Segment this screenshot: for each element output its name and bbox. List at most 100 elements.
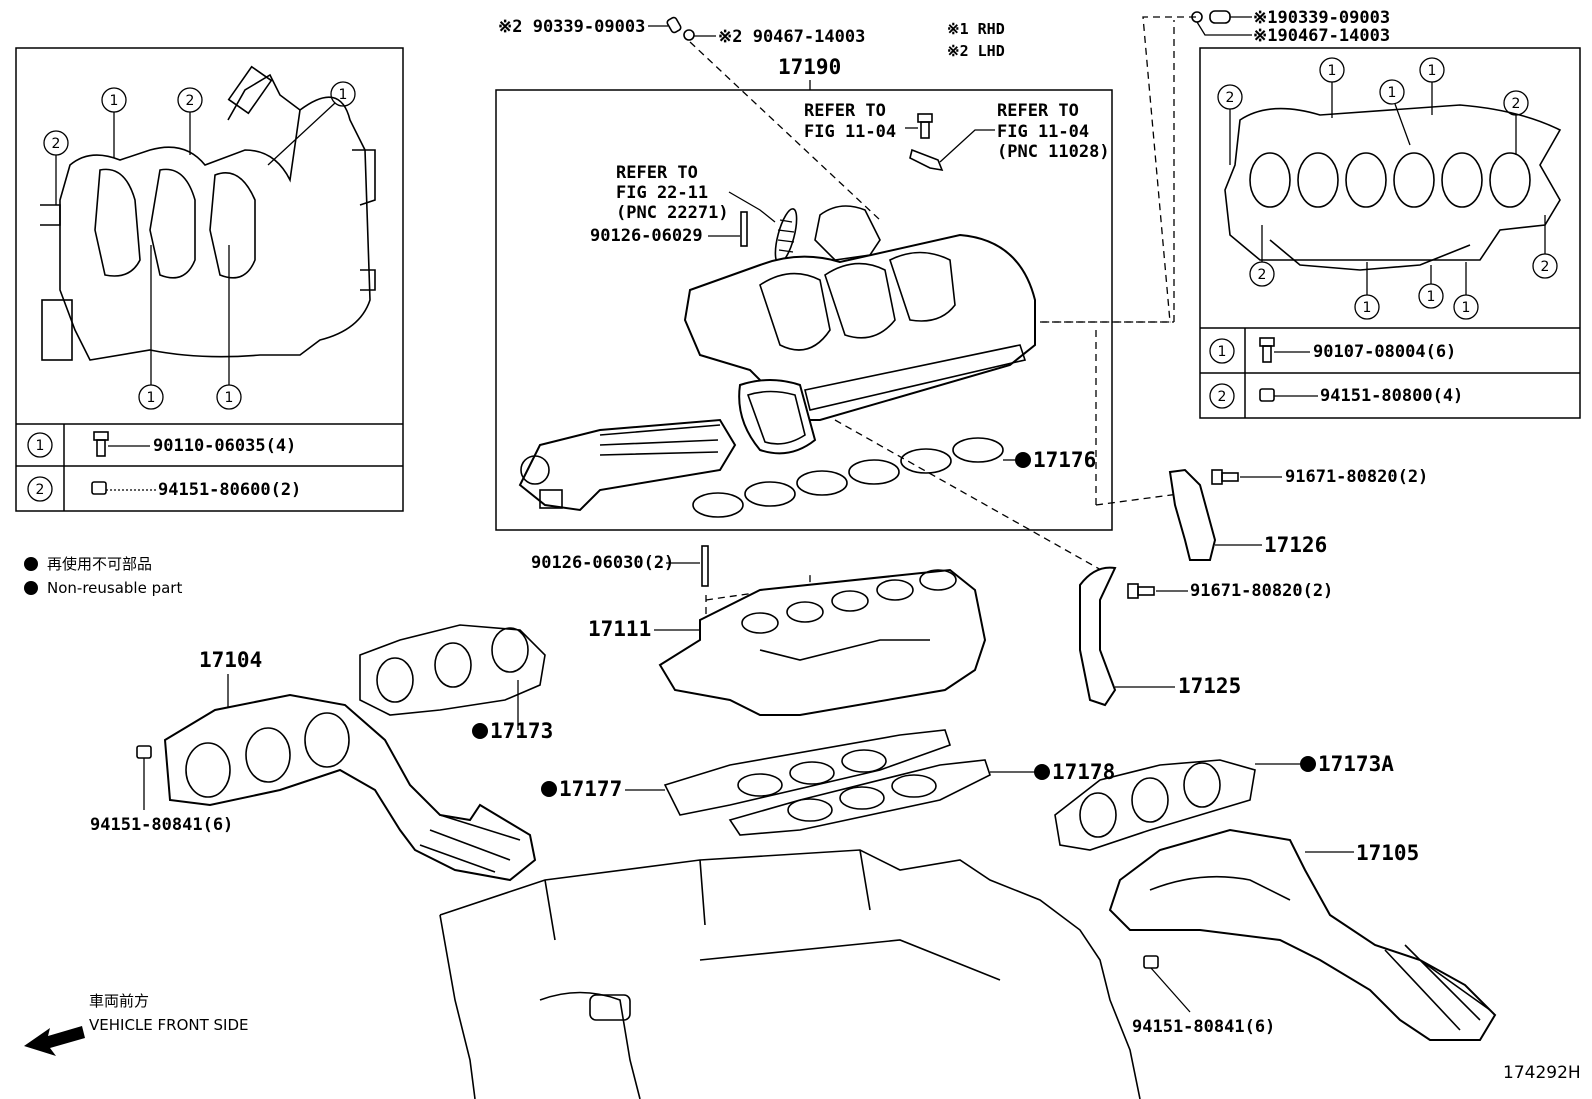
- svg-text:2: 2: [1218, 389, 1227, 405]
- non-reusable-bullet-icon: [24, 581, 38, 595]
- legend-lhd: ※2 LHD: [947, 42, 1005, 60]
- figure-id: 174292H: [1503, 1063, 1581, 1083]
- bolt-icon: [917, 113, 933, 139]
- non-reusable-bullet-icon: [472, 723, 488, 739]
- svg-text:90110-06035(4): 90110-06035(4): [153, 436, 296, 456]
- svg-text:1: 1: [147, 390, 156, 406]
- legend: 再使用不可部品 Non-reusable part ※1 RHD ※2 LHD: [24, 20, 1005, 597]
- part-90126-06029: 90126-06029: [590, 226, 703, 246]
- left-exhaust-area: 17104 94151-80841(6) 17173: [90, 624, 553, 882]
- svg-text:94151-80800(4): 94151-80800(4): [1320, 386, 1463, 406]
- right-callout-2c: 2: [1249, 225, 1275, 287]
- dashed-leaders: [689, 16, 1196, 650]
- svg-text:2: 2: [1541, 259, 1550, 275]
- nut-icon: [136, 745, 152, 759]
- part-17177: 17177: [559, 777, 622, 801]
- part-94151-80841-right: 94151-80841(6): [1132, 1017, 1275, 1037]
- refer-fig-22-11-a: REFER TO: [616, 163, 698, 183]
- right-callout-1b: 1: [1419, 57, 1445, 115]
- svg-text:1: 1: [1388, 85, 1397, 101]
- lower-intake-manifold-illustration: [658, 568, 987, 716]
- right-callout-2d: 2: [1532, 215, 1558, 279]
- svg-text:1: 1: [225, 390, 234, 406]
- part-17190: 17190: [778, 55, 841, 79]
- svg-text:1: 1: [1218, 344, 1227, 360]
- part-17126: 17126: [1264, 533, 1327, 557]
- bolt-icon: [93, 431, 109, 457]
- svg-text:2: 2: [36, 482, 45, 498]
- svg-text:2: 2: [1258, 267, 1267, 283]
- left-callout-1c: 1: [138, 245, 164, 410]
- non-reusable-bullet-icon: [1034, 764, 1050, 780]
- svg-text:90107-08004(6): 90107-08004(6): [1313, 342, 1456, 362]
- left-callout-1b: 1: [267, 81, 356, 166]
- exhaust-manifold-17104-illustration: [163, 693, 537, 882]
- left-callout-1a: 1: [101, 87, 127, 158]
- svg-text:1: 1: [36, 438, 45, 454]
- legend-jp: 再使用不可部品: [47, 555, 152, 573]
- right-inset-box: 2 1 1 1 2 2 1: [1199, 47, 1581, 419]
- front-arrow-icon: [24, 1026, 85, 1056]
- part-90339-rhd: ※190339-09003: [1253, 8, 1390, 28]
- svg-text:1: 1: [1428, 63, 1437, 79]
- main-assembly-box: 17190 REFER TO FIG 11-04 REFER TO FIG 11…: [495, 55, 1113, 531]
- part-91671-80820-b: 91671-80820(2): [1190, 581, 1333, 601]
- svg-text:2: 2: [52, 136, 61, 152]
- manifold-flange-illustration: [1224, 104, 1562, 271]
- lower-intake-area: 90126-06030(2) 17111 17177: [531, 545, 1115, 836]
- part-17178: 17178: [1052, 760, 1115, 784]
- gasket-17177-illustration: [663, 729, 952, 816]
- part-90467-lhd: ※2 90467-14003: [718, 27, 865, 47]
- svg-text:1: 1: [110, 93, 119, 109]
- right-row-1: 1 90107-08004(6): [1209, 337, 1456, 364]
- non-reusable-bullet-icon: [1300, 756, 1316, 772]
- bracket-icon: [909, 148, 944, 172]
- part-17111: 17111: [588, 617, 651, 641]
- throttle-body-illustration: [518, 418, 737, 512]
- bolt-icon: [1259, 337, 1275, 363]
- right-callout-1a: 1: [1319, 57, 1345, 118]
- right-callout-1e: 1: [1418, 265, 1444, 309]
- right-callout-1f: 1: [1453, 262, 1479, 320]
- bracket-17125-illustration: [1079, 566, 1117, 707]
- non-reusable-bullet-icon: [1015, 452, 1031, 468]
- intake-plenum-illustration: [683, 205, 1036, 455]
- engine-block-illustration: [439, 849, 1141, 1099]
- intake-manifold-illustration: [40, 65, 376, 361]
- right-callout-1c: 1: [1379, 79, 1411, 146]
- exhaust-manifold-17105-illustration: [1108, 828, 1497, 1041]
- right-callout-2b: 2: [1503, 90, 1529, 155]
- legend-en: Non-reusable part: [47, 579, 182, 597]
- right-bracket-area: 91671-80820(2) 17126 91671-80820(2) 1712…: [1079, 467, 1428, 707]
- non-reusable-bullet-icon: [541, 781, 557, 797]
- refer-fig-11-04-d: FIG 11-04: [997, 122, 1089, 142]
- part-90467-rhd: ※190467-14003: [1253, 26, 1390, 46]
- non-reusable-bullet-icon: [24, 557, 38, 571]
- top-part-numbers: ※2 90339-09003 ※2 90467-14003 ※190339-09…: [498, 8, 1390, 47]
- left-row-1: 1 90110-06035(4): [27, 431, 296, 458]
- svg-text:1: 1: [1328, 63, 1337, 79]
- part-17173: 17173: [490, 719, 553, 743]
- gasket-rings-17176: [692, 437, 1004, 518]
- refer-pnc-22271: (PNC 22271): [616, 203, 729, 223]
- svg-text:2: 2: [1226, 90, 1235, 106]
- right-callout-2a: 2: [1217, 84, 1243, 165]
- svg-text:2: 2: [1512, 96, 1521, 112]
- right-callout-1d: 1: [1354, 262, 1380, 320]
- part-17176: 17176: [1033, 448, 1096, 472]
- svg-text:1: 1: [1462, 300, 1471, 316]
- svg-text:1: 1: [339, 87, 348, 103]
- nut-icon: [91, 481, 107, 495]
- left-row-2: 2 94151-80600(2): [27, 476, 301, 502]
- left-callout-2b: 2: [43, 130, 69, 205]
- left-callout-1d: 1: [216, 245, 242, 410]
- left-inset-box: 1 2 1 2 1 1 1: [15, 47, 404, 512]
- bolt-icon: [1211, 469, 1239, 485]
- bracket-17126-illustration: [1168, 468, 1217, 561]
- gasket-17178-illustration: [728, 759, 991, 836]
- part-91671-80820-a: 91671-80820(2): [1285, 467, 1428, 487]
- part-17173a: 17173A: [1318, 752, 1394, 776]
- refer-fig-22-11-b: FIG 22-11: [616, 183, 708, 203]
- right-row-2: 2 94151-80800(4): [1209, 383, 1463, 409]
